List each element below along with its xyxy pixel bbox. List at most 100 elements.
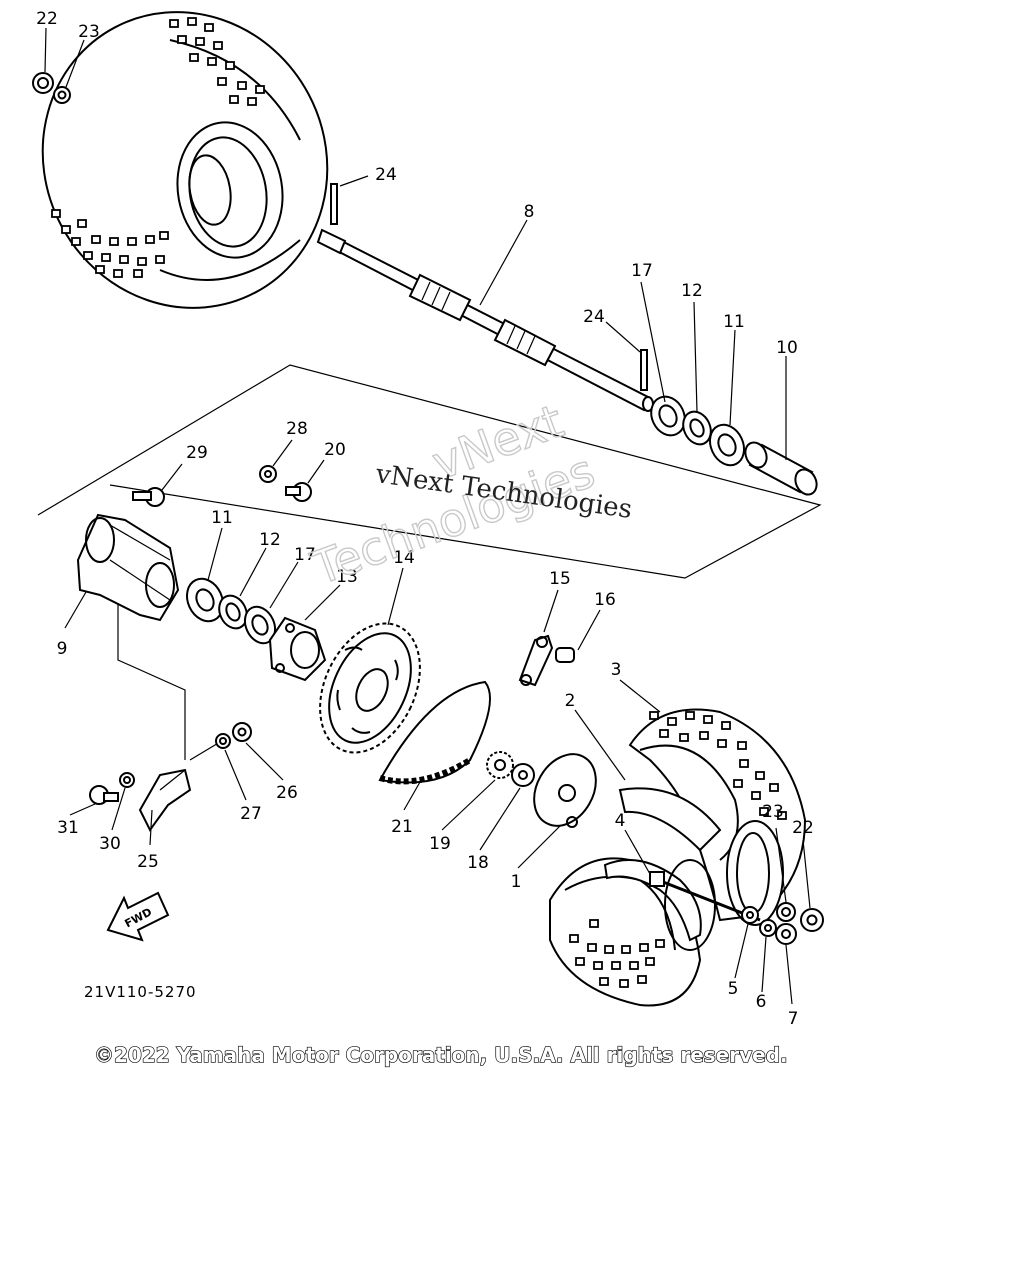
tread-block (207, 57, 217, 66)
tread-block (639, 943, 649, 952)
nut-22-top (32, 72, 54, 94)
tread-block (587, 943, 597, 952)
nut-22-bottom (800, 908, 824, 932)
chain-puller-15 (518, 634, 554, 687)
tread-block (169, 19, 179, 28)
callout-9: 9 (57, 639, 68, 659)
callout-4: 4 (615, 811, 626, 831)
callout-12: 12 (681, 281, 703, 301)
tread-block (133, 269, 143, 278)
callout-22: 22 (792, 818, 814, 838)
callout-25: 25 (137, 852, 159, 872)
callout-22: 22 (36, 9, 58, 29)
washer-23-bottom (776, 902, 796, 922)
tread-block (95, 265, 105, 274)
nut-18 (511, 763, 535, 787)
tread-block (759, 807, 769, 816)
tread-block (629, 961, 639, 970)
tread-block (204, 23, 214, 32)
tread-block (217, 77, 227, 86)
nut-7 (775, 923, 797, 945)
tread-block (119, 255, 129, 264)
cotter-pin-24-right (640, 349, 648, 391)
callout-10: 10 (776, 338, 798, 358)
callout-3: 3 (611, 660, 622, 680)
callout-27: 27 (240, 804, 262, 824)
tread-block (667, 717, 677, 726)
callout-24: 24 (583, 307, 605, 327)
callout-8: 8 (524, 202, 535, 222)
callout-11: 11 (723, 312, 745, 332)
tread-block (213, 41, 223, 50)
tread-block (703, 715, 713, 724)
tread-block (113, 269, 123, 278)
tread-block (145, 235, 155, 244)
tread-block (649, 711, 659, 720)
tread-block (127, 237, 137, 246)
washer-23-top (53, 86, 71, 104)
nut-26 (232, 722, 252, 742)
nut-28 (259, 465, 277, 483)
tread-block (83, 251, 93, 260)
diagram-code: 21V110-5270 (84, 983, 197, 1001)
tread-block (109, 237, 119, 246)
callout-30: 30 (99, 834, 121, 854)
bearing-11-right (708, 423, 746, 467)
callout-11: 11 (211, 508, 233, 528)
callout-18: 18 (467, 853, 489, 873)
callout-12: 12 (259, 530, 281, 550)
callout-17: 17 (294, 545, 316, 565)
tread-block (195, 37, 205, 46)
tread-block (699, 731, 709, 740)
tread-block (717, 739, 727, 748)
axle-housing (76, 513, 180, 622)
copyright-notice: ©2022 Yamaha Motor Corporation, U.S.A. A… (94, 1043, 788, 1067)
tread-block (51, 209, 61, 218)
tread-block (769, 783, 779, 792)
sprocket-hub-13 (268, 616, 327, 682)
hub-1 (533, 753, 597, 828)
tire-tread-top-left (51, 17, 265, 278)
tread-block (619, 979, 629, 988)
washer-6 (759, 919, 777, 937)
tire-tread-bottom-right (569, 711, 787, 988)
tread-block (721, 721, 731, 730)
tread-block (91, 235, 101, 244)
leader-lines (44, 27, 811, 1005)
tread-block (101, 253, 111, 262)
callout-16: 16 (594, 590, 616, 610)
tread-block (655, 939, 665, 948)
bolt-20 (285, 482, 312, 502)
sprocket-14 (319, 622, 421, 754)
callout-31: 31 (57, 818, 79, 838)
washer-27 (215, 733, 231, 749)
rim-half-2 (618, 787, 784, 926)
tread-block (637, 975, 647, 984)
tread-block (645, 957, 655, 966)
tread-block (679, 733, 689, 742)
tread-block (225, 61, 235, 70)
collar-12-right (682, 410, 712, 446)
bolt-16 (555, 647, 575, 663)
bolt-29 (132, 487, 165, 507)
callout-13: 13 (336, 567, 358, 587)
tread-block (177, 35, 187, 44)
tread-block (159, 231, 169, 240)
assembly-outline (37, 364, 822, 579)
callout-15: 15 (549, 569, 571, 589)
tread-block (229, 95, 239, 104)
cotter-pin-24-top (330, 183, 338, 225)
tread-block (155, 255, 165, 264)
fwd-arrow-icon: FWD (106, 891, 170, 942)
spacer-10 (744, 441, 818, 496)
callout-20: 20 (324, 440, 346, 460)
washer-5 (741, 906, 759, 924)
callout-2: 2 (565, 691, 576, 711)
tread-block (61, 225, 71, 234)
tread-block (187, 17, 197, 26)
callout-23: 23 (762, 802, 784, 822)
tread-block (755, 771, 765, 780)
